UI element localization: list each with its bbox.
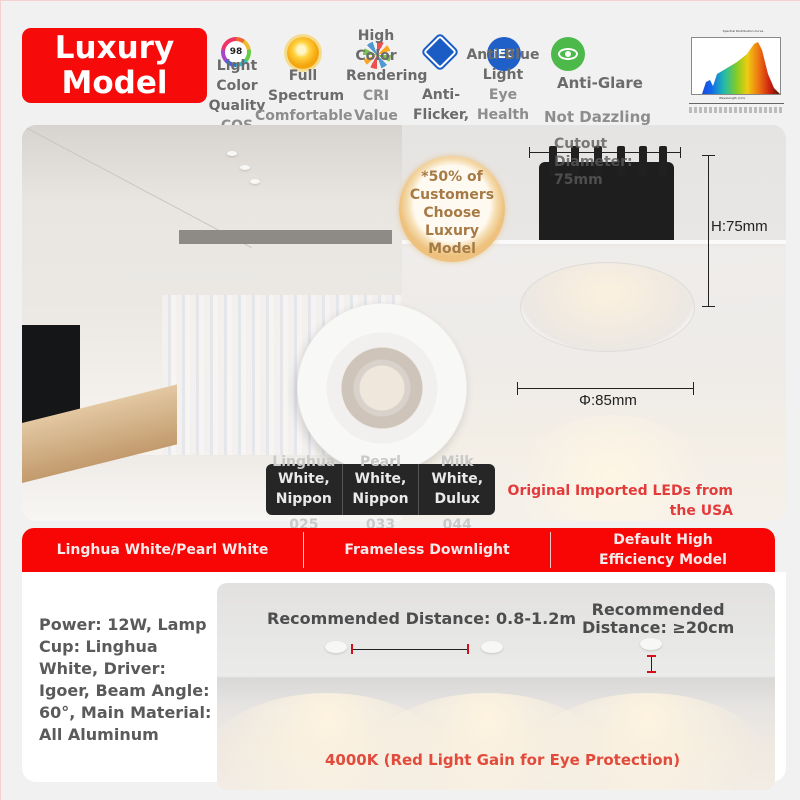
swatch-milk-white[interactable]: Milk White, Dulux 044 xyxy=(431,454,484,533)
spectrum-chart-title: Spectral Distribution Curve xyxy=(722,29,764,33)
feature-title: Full Spectrum xyxy=(268,68,345,104)
tv xyxy=(22,325,80,425)
downlight-1 xyxy=(325,641,347,653)
anti-flicker-diamond-icon xyxy=(423,35,457,69)
spacing-dimension-line xyxy=(353,649,468,650)
recessed-downlight xyxy=(520,262,695,352)
spacing-label: Recommended Distance: 0.8-1.2m xyxy=(267,609,576,628)
downlight-2 xyxy=(481,641,503,653)
color-swatches: Linghua White, Nippon 025 Pearl White, N… xyxy=(266,454,495,533)
red-bar-item-color: Linghua White/Pearl White xyxy=(56,542,269,558)
spectrum-curve xyxy=(702,42,780,94)
installation-demo-panel: Recommended Distance: 0.8-1.2m Recommend… xyxy=(217,583,775,790)
customer-choice-medal: *50% of Customers Choose Luxury Model xyxy=(399,156,505,262)
cqs-value-text: 98 xyxy=(225,41,247,63)
color-burst-icon xyxy=(363,41,391,69)
feature-title: Anti-Blue Light xyxy=(466,47,540,83)
feature-title: Anti-Glare xyxy=(557,74,643,92)
red-bar-item-frameless: Frameless Downlight xyxy=(344,542,510,558)
feature-red-bar: Linghua White/Pearl White Frameless Down… xyxy=(22,528,775,572)
feature-title: High Color Rendering xyxy=(346,28,428,84)
badge-line-2: Model xyxy=(61,65,168,101)
medal-text: *50% of Customers Choose Luxury Model xyxy=(409,169,495,257)
wall-dimension-line xyxy=(651,656,652,672)
iec-badge-icon: IEC xyxy=(487,37,521,71)
cqs-98-dial-icon: 98 xyxy=(221,37,251,67)
red-bar-item-efficiency: Default High Efficiency Model xyxy=(599,532,727,568)
sun-icon xyxy=(287,37,319,69)
badge-line-1: Luxury xyxy=(54,30,175,66)
diameter-label: Φ:85mm xyxy=(579,392,637,409)
downlight-3 xyxy=(640,638,662,650)
spectrum-plot-area xyxy=(691,37,781,95)
height-label: H:75mm xyxy=(711,218,768,235)
feature-title: Light Color Quality xyxy=(208,58,266,114)
lamp-dimension-photo: Cutout Diameter: 75mm H:75mm Φ:85mm xyxy=(402,125,786,521)
cutout-diameter-label: Cutout Diameter: 75mm xyxy=(554,136,633,188)
spectrum-chart-xlabel: Wavelength (nm) xyxy=(719,96,745,100)
eye-icon xyxy=(551,37,585,71)
swatch-linghua-white[interactable]: Linghua White, Nippon 025 xyxy=(266,454,343,533)
wall-distance-label: Recommended Distance: ≥20cm xyxy=(582,600,735,637)
downlight-product-closeup xyxy=(297,303,467,473)
heatsink xyxy=(539,146,674,240)
imported-leds-note: Original Imported LEDs from the USA xyxy=(507,483,733,519)
color-temperature-label: 4000K (Red Light Gain for Eye Protection… xyxy=(325,751,681,769)
luxury-model-badge: Luxury Model xyxy=(22,28,207,103)
swatch-pearl-white[interactable]: Pearl White, Nippon 033 xyxy=(343,454,420,533)
ac-vent xyxy=(179,230,392,244)
spectrum-chart: Spectral Distribution Curve Wavelength (… xyxy=(679,29,787,119)
product-specs: Power: 12W, Lamp Cup: Linghua White, Dri… xyxy=(39,615,212,744)
